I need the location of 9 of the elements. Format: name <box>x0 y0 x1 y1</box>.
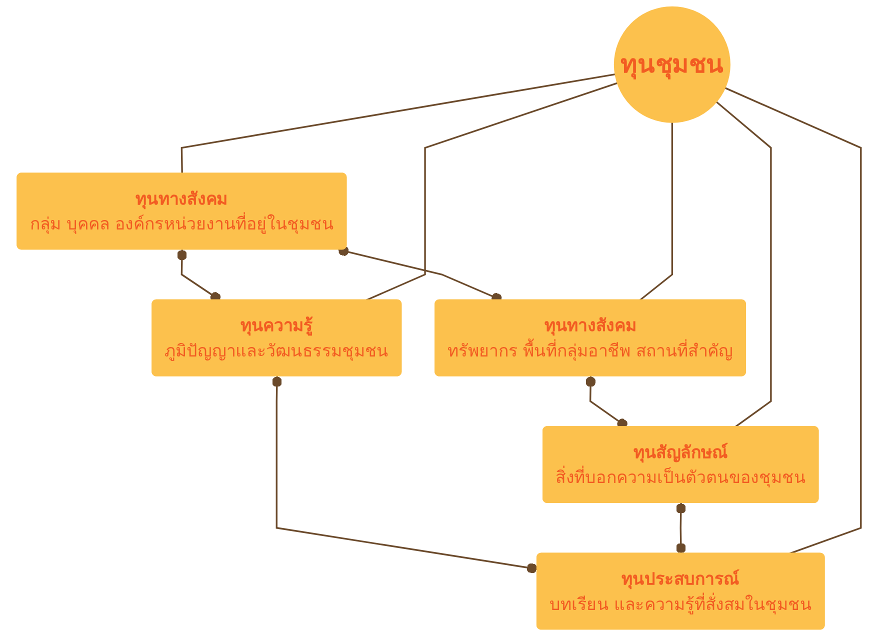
connector <box>366 82 618 302</box>
connector <box>716 101 772 428</box>
connector <box>724 87 862 554</box>
connector <box>639 122 674 301</box>
connector <box>272 376 538 574</box>
connector <box>180 73 616 174</box>
connector <box>586 376 628 429</box>
node-circle: ทุนชุมชน <box>614 6 730 123</box>
connector <box>676 502 686 554</box>
